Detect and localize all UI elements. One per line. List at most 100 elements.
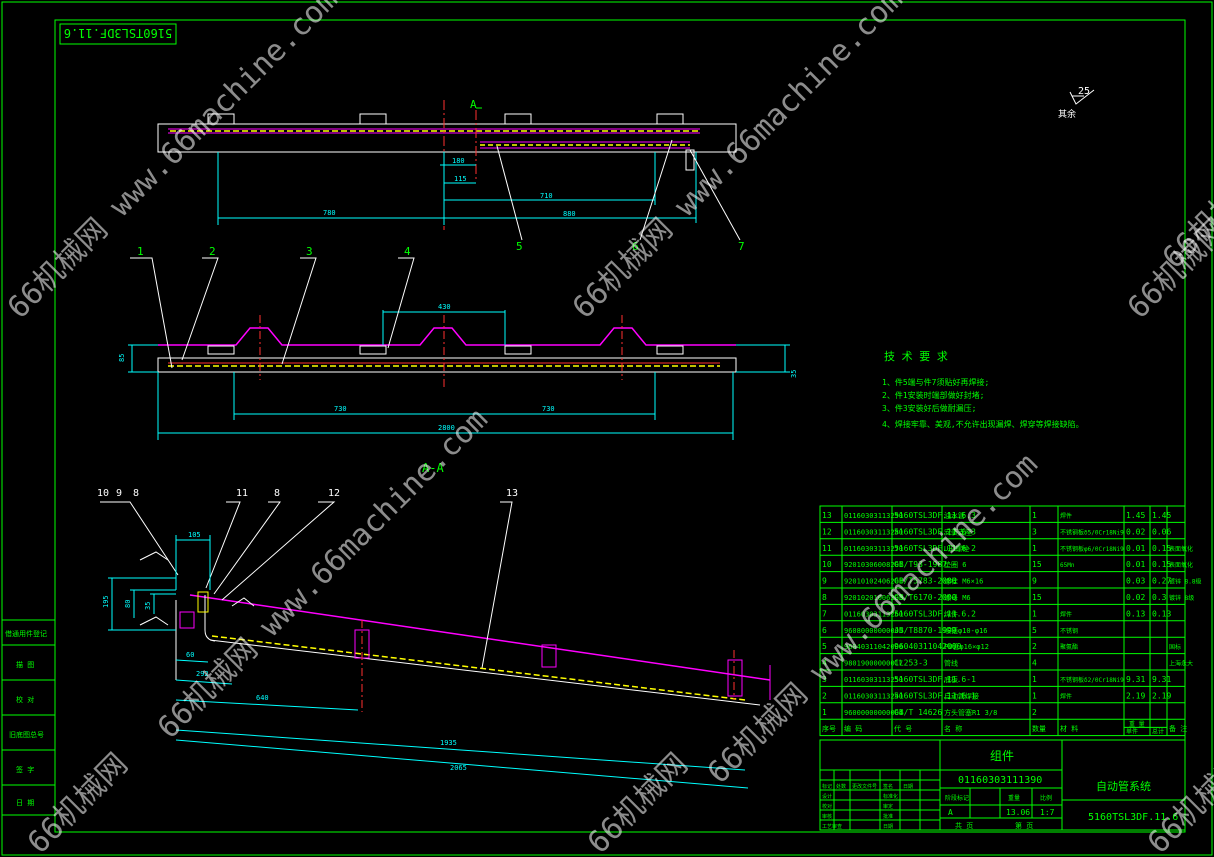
section-view: 10 9 8 11 8 12 13 105 195 80 35 60 29 — [97, 488, 771, 789]
bom-cell: 0.01 — [1126, 544, 1145, 553]
bom-cell: 1 — [1032, 675, 1037, 684]
bom-cell: 3 — [822, 675, 827, 684]
stage-header-0: 阶段标记 — [945, 794, 969, 802]
tech-req-title: 技 术 要 求 — [884, 350, 948, 363]
bom-cell: 方头管塞R1 3/8 — [944, 708, 997, 717]
bom-cell: 螺母 M6 — [944, 593, 971, 602]
bom-cell: 9.31 — [1126, 675, 1145, 684]
bom-cell: 5 — [822, 642, 827, 651]
bom-cell: 上海永大 — [1169, 660, 1193, 668]
watermark-8: 66机械网 — [1141, 747, 1214, 857]
bom-header-cell: 序号 — [822, 724, 836, 733]
dim-115: 115 — [454, 175, 467, 183]
bom-cell: 1 — [822, 708, 827, 717]
roughness-value: 25 — [1078, 86, 1090, 97]
balloon-4: 4 — [404, 245, 411, 258]
balloon-6: 6 — [632, 240, 639, 253]
bom-cell: 不锈钢 — [1060, 627, 1078, 635]
bom-cell: 表面氧化 — [1169, 561, 1193, 569]
dim-60: 60 — [186, 651, 194, 659]
bom-cell: 0.15 — [1152, 560, 1171, 569]
part-type: 组件 — [990, 749, 1014, 763]
tech-requirements: 技 术 要 求 1、件5端与件7须贴好再焊接; 2、件1安装时端部做好封堵; 3… — [882, 350, 1084, 429]
tech-req-2: 2、件1安装时端部做好封堵; — [882, 390, 984, 400]
bom-cell: 5160TSL3DF.11.6.3 — [894, 511, 976, 520]
scale-value: 1:7 — [1040, 808, 1055, 817]
bom-cell: 9 — [822, 577, 827, 586]
dim-35: 35 — [790, 370, 798, 378]
watermark-1: 66机械网 www.66machine.com — [1, 0, 345, 326]
bom-cell: 0.13 — [1152, 609, 1171, 618]
bom-cell: 15 — [1032, 593, 1042, 602]
balloon-11: 11 — [236, 488, 248, 499]
bom-weight-header: 重 量 — [1129, 720, 1145, 728]
bom-cell: 0.02 — [1126, 527, 1145, 536]
bom-cell: 焊件 — [1060, 692, 1072, 700]
bom-cell: CL253-3 — [894, 659, 928, 668]
title-block: 组件 01160303111390 自动管系统 5160TSL3DF.11.6 … — [819, 739, 1186, 831]
bom-cell: 65Mn — [1060, 562, 1075, 569]
code-box: 5160TSL3DF.11.6 — [59, 23, 177, 45]
role-2: 审核 — [822, 813, 832, 820]
bom-cell: 4 — [822, 659, 827, 668]
bom-cell: 表面氧化 — [1169, 545, 1193, 553]
bom-cell: 96080000000005 — [844, 627, 903, 635]
bom-cell: 9 — [1032, 577, 1037, 586]
watermark-7: 66机械网 — [581, 747, 695, 857]
top-brackets — [207, 113, 684, 125]
bom-cell: 01160303113270 — [844, 545, 903, 553]
bom-cell: 5160TSL3DF.11.6-1 — [894, 675, 976, 684]
left-panel-1: 描 图 — [16, 660, 34, 669]
bom-cell: 焊件 — [944, 609, 958, 618]
balloon-13: 13 — [506, 488, 518, 499]
bom-cell: 98019000000017 — [844, 660, 903, 668]
role2-3: 日期 — [883, 824, 893, 830]
bom-cell: 0.3 — [1152, 593, 1167, 602]
dim-710: 710 — [540, 192, 553, 200]
tech-req-3: 3、件3安装好后做耐漏压; — [882, 403, 976, 413]
dim-292: 292 — [196, 670, 209, 678]
dim-430: 430 — [438, 303, 451, 311]
part-name: 自动管系统 — [1096, 779, 1151, 793]
bom-cell: 国标 — [1169, 643, 1181, 651]
bom-cell: 3 — [1032, 527, 1037, 536]
dim-1935: 1935 — [440, 739, 457, 747]
balloon-5: 5 — [516, 240, 523, 253]
bom-header-cell: 代 号 — [894, 724, 912, 733]
bom-cell: 7 — [822, 609, 827, 618]
bom-cell: 油水管 — [944, 511, 965, 520]
rev-h-1: 处数 — [836, 783, 846, 790]
dim-730b: 730 — [542, 405, 555, 413]
bom-cell: 自动管焊接 — [944, 691, 979, 700]
bom-cell: GB/T5783-2000 — [894, 577, 957, 586]
top-view: A 180 115 780 710 880 5 6 7 — [157, 98, 745, 253]
middle-view: 430 730 730 2800 85 35 1 2 3 4 — [118, 245, 798, 440]
bom-cell: 92010102406201 — [844, 578, 903, 586]
role-0: 设计 — [822, 793, 832, 800]
bom-header-cell: 材 料 — [1060, 724, 1078, 733]
weight-value: 13.06 — [1006, 808, 1030, 817]
balloon-10: 10 — [97, 488, 109, 499]
rev-h-2: 更改文件号 — [852, 783, 877, 790]
bom-cell: 喉箍φ10-φ16 — [944, 626, 988, 635]
watermark-6: 66机械网 — [21, 747, 135, 857]
bom-cell: 安装支座 — [944, 527, 972, 536]
balloon-1: 1 — [137, 245, 144, 258]
bom-cell: 5 — [1032, 626, 1037, 635]
bom-cell: 01160303113250 — [844, 676, 903, 684]
balloon-12: 12 — [328, 488, 340, 499]
dim-195: 195 — [102, 595, 110, 608]
role2-0: 标准化 — [883, 793, 898, 800]
bom-cell: 0.13 — [1126, 609, 1145, 618]
watermark-5: 66机械网 www.66machine.com — [1121, 0, 1214, 326]
balloon-2: 2 — [209, 245, 216, 258]
bom-cell: 0.01 — [1126, 560, 1145, 569]
bom-cell: 01160303113240 — [844, 692, 903, 700]
dim-2065: 2065 — [450, 764, 467, 772]
bom-cell: 12 — [822, 527, 832, 536]
bom-cell: 92010201006203 — [844, 594, 903, 602]
sheet-total: 共 页 — [955, 821, 973, 830]
bom-cell: 1 — [1032, 544, 1037, 553]
balloon-8b: 8 — [274, 488, 280, 499]
